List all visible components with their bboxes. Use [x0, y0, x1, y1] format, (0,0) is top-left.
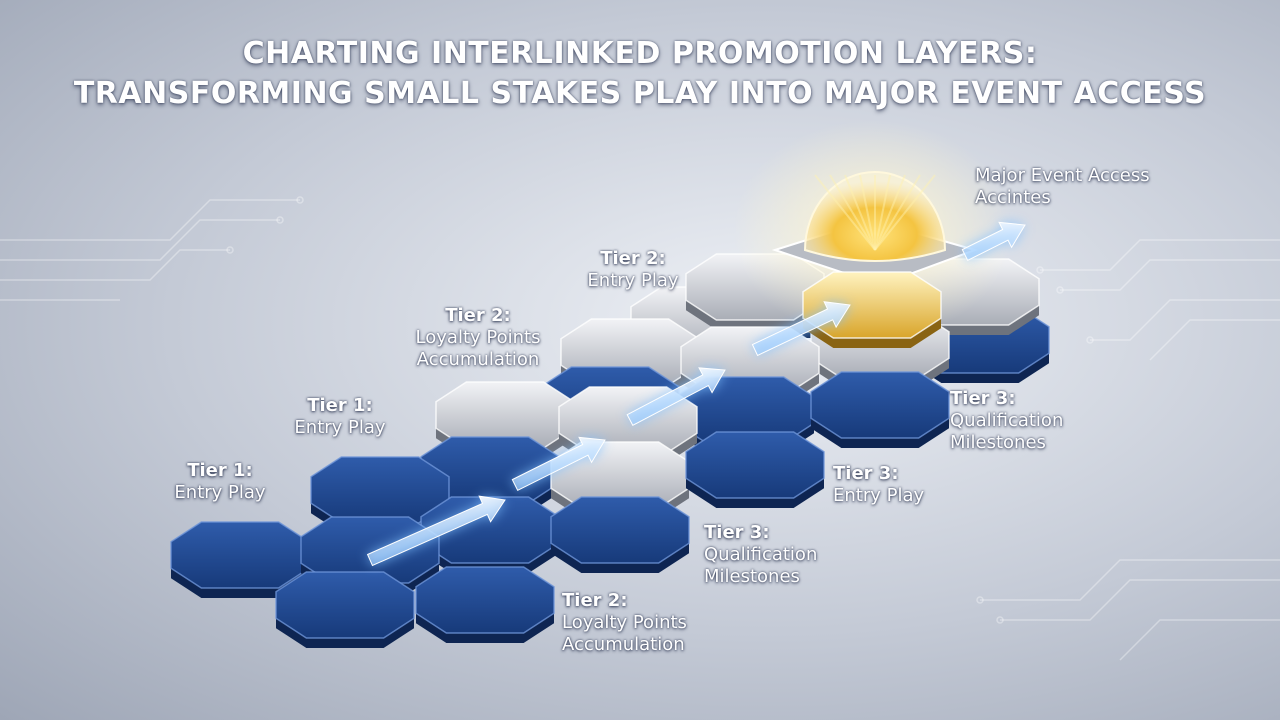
label-tier: Tier 1: [187, 460, 253, 481]
label-tier3-qual-b: Tier 3: Qualification Milestones [950, 388, 1063, 454]
goal-tile [802, 271, 942, 348]
tile-23 [275, 571, 415, 648]
label-line-1: Entry Play [833, 485, 925, 506]
title-line-2: TRANSFORMING SMALL STAKES PLAY INTO MAJO… [73, 76, 1207, 111]
label-tier: Tier 2: [562, 590, 628, 611]
circuit-lines-left [0, 196, 304, 301]
arrow-1-body [366, 495, 506, 567]
tile-21 [170, 521, 310, 598]
label-tier: Tier 2: [600, 248, 666, 269]
arrow-1 [366, 495, 506, 567]
label-line-2: Milestones [704, 566, 800, 587]
arrow-4-body [751, 301, 851, 357]
tile-20-top [550, 496, 690, 564]
tile-17 [685, 431, 825, 508]
circuit-lines-right [976, 239, 1280, 661]
arrow-group [366, 221, 1026, 567]
arrow-4 [751, 301, 851, 357]
tile-17-top [685, 431, 825, 499]
tile-12-top [810, 371, 950, 439]
goal-ray [874, 174, 921, 251]
tile-20 [550, 496, 690, 573]
tile-23-top [275, 571, 415, 639]
label-tier: Tier 3: [950, 388, 1016, 409]
label-line-2: Accumulation [416, 349, 540, 370]
label-line-1: Loyalty Points [415, 327, 541, 348]
tile-22-top [300, 516, 440, 584]
goal-label-line-2: Accintes [975, 187, 1051, 208]
label-line-1: Entry Play [587, 270, 679, 291]
tile-21-top [170, 521, 310, 589]
goal-tile-top [802, 271, 942, 339]
goal-ray [844, 174, 876, 251]
goal-ray [874, 174, 891, 251]
goal-ray [874, 174, 906, 251]
label-tier: Tier 3: [833, 463, 899, 484]
label-line-2: Milestones [950, 432, 1046, 453]
label-tier: Tier 3: [704, 522, 770, 543]
label-tier2-loyalty-a: Tier 2: Loyalty Points Accumulation [398, 305, 558, 371]
tile-24-top [415, 566, 555, 634]
goal-ray [859, 174, 876, 251]
goal-dome [803, 171, 947, 262]
label-tier1-entry-a: Tier 1: Entry Play [150, 460, 290, 504]
goal-label: Major Event Access Accintes [975, 165, 1150, 209]
label-line-1: Entry Play [294, 417, 386, 438]
arrow-5 [961, 221, 1026, 262]
goal-ray [874, 174, 936, 251]
label-tier: Tier 2: [445, 305, 511, 326]
tile-24 [415, 566, 555, 643]
label-line-1: Entry Play [174, 482, 266, 503]
arrow-2-body [511, 436, 606, 492]
title-line-1: CHARTING INTERLINKED PROMOTION LAYERS: [242, 36, 1038, 71]
label-tier1-entry-b: Tier 1: Entry Play [270, 395, 410, 439]
label-tier3-entry: Tier 3: Entry Play [833, 463, 924, 507]
label-tier: Tier 1: [307, 395, 373, 416]
label-line-1: Qualification [704, 544, 818, 565]
arrow-2 [511, 436, 606, 492]
arrow-3 [626, 367, 726, 426]
label-tier2-entry: Tier 2: Entry Play [563, 248, 703, 292]
label-line-1: Qualification [950, 410, 1064, 431]
label-tier2-loyalty-b: Tier 2: Loyalty Points Accumulation [562, 590, 687, 656]
tile-12 [810, 371, 950, 448]
goal-group [733, 120, 1013, 348]
arrow-3-body [626, 367, 726, 426]
label-line-2: Accumulation [562, 634, 685, 655]
arrow-5-body [961, 221, 1026, 262]
goal-ray [829, 174, 876, 251]
goal-label-line-1: Major Event Access [975, 165, 1150, 186]
label-tier3-qual-a: Tier 3: Qualification Milestones [704, 522, 817, 588]
goal-ray [814, 174, 876, 251]
label-line-1: Loyalty Points [562, 612, 687, 633]
